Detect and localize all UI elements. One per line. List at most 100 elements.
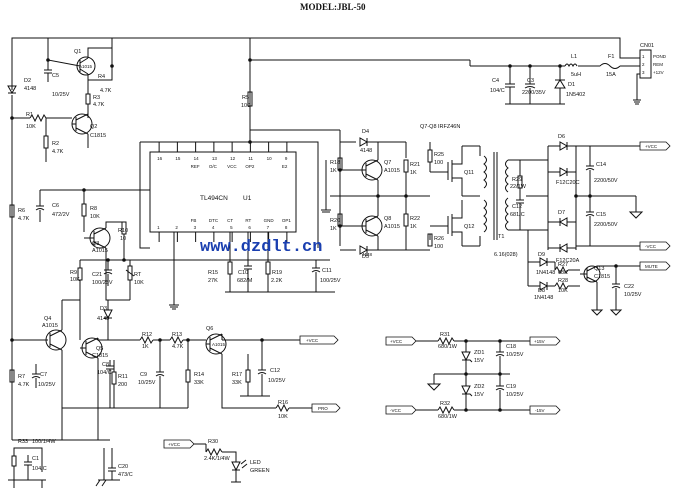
svg-text:100/1/4W: 100/1/4W <box>32 439 56 445</box>
ic-pin-number-12: 12 <box>230 156 236 161</box>
svg-text:681/C: 681/C <box>510 212 525 218</box>
cn01-label-pond: POND <box>653 54 667 59</box>
svg-text:2200/50V: 2200/50V <box>594 222 618 228</box>
svg-text:1K: 1K <box>330 226 337 232</box>
svg-text:27K: 27K <box>208 278 218 284</box>
svg-text:C3: C3 <box>527 78 534 84</box>
svg-text:472/2V: 472/2V <box>52 212 70 218</box>
svg-text:C22: C22 <box>624 284 634 290</box>
svg-text:10K: 10K <box>26 124 36 130</box>
svg-text:R8: R8 <box>90 206 97 212</box>
svg-text:10/25V: 10/25V <box>52 92 70 98</box>
ic-pin-name-8: OP1 <box>282 218 292 223</box>
svg-text:R18: R18 <box>330 160 340 166</box>
svg-text:68K: 68K <box>558 270 568 276</box>
svg-text:10/25V: 10/25V <box>268 378 286 384</box>
svg-text:R11: R11 <box>118 374 128 380</box>
svg-text:100: 100 <box>434 160 443 166</box>
svg-text:100/25V: 100/25V <box>320 278 341 284</box>
cn01-pin-1: 1 <box>642 54 645 59</box>
svg-text:200: 200 <box>118 382 127 388</box>
svg-text:2.2K: 2.2K <box>271 278 283 284</box>
pro-label: PRO <box>318 406 328 411</box>
bottom-misc: R33 100/1/4W C1 104/C C20 473/C +VCC R30… <box>8 439 270 487</box>
svg-text:C12: C12 <box>512 204 522 210</box>
ic-pin-number-5: 5 <box>230 225 233 230</box>
svg-text:R13: R13 <box>172 332 182 338</box>
soft-start-section: R6 4.7K C6 472/2V R8 10K Q3 A1015 R10 10… <box>9 189 150 340</box>
svg-text:4148: 4148 <box>97 316 109 322</box>
ic-pin-name-9: E2 <box>282 164 288 169</box>
svg-text:15V: 15V <box>474 358 484 364</box>
q2-stage: R1 10K R2 4.7K Q2 C1815 <box>12 112 106 162</box>
svg-text:104/C: 104/C <box>97 370 112 376</box>
led-vcc-label: +VCC <box>168 442 181 447</box>
svg-text:A1015: A1015 <box>92 248 108 254</box>
svg-text:T1: T1 <box>498 234 504 240</box>
svg-text:R20: R20 <box>330 218 340 224</box>
svg-text:R19: R19 <box>272 270 282 276</box>
svg-text:D1: D1 <box>568 82 575 88</box>
svg-text:C10: C10 <box>238 270 248 276</box>
vcc-label-q6: +VCC <box>306 338 319 343</box>
minus-15v-label: -15V <box>535 408 545 413</box>
svg-text:15V: 15V <box>474 392 484 398</box>
svg-text:1N5402: 1N5402 <box>566 92 585 98</box>
svg-text:1K: 1K <box>142 344 149 350</box>
svg-text:D8: D8 <box>538 288 545 294</box>
svg-text:R26: R26 <box>434 236 444 242</box>
svg-text:R29: R29 <box>512 177 522 183</box>
ic-pin-number-14: 14 <box>194 156 200 161</box>
svg-text:D4: D4 <box>362 129 369 135</box>
plus-15v-label: +15V <box>534 339 545 344</box>
ic-pin-number-1: 1 <box>157 225 160 230</box>
svg-text:D6: D6 <box>558 134 565 140</box>
svg-text:Q7: Q7 <box>384 160 391 166</box>
ic-name: TL494CN <box>200 195 228 202</box>
svg-text:1K: 1K <box>330 168 337 174</box>
mute-label: MUTE <box>645 264 658 269</box>
svg-text:1K: 1K <box>410 224 417 230</box>
svg-text:A1015: A1015 <box>384 168 400 174</box>
svg-text:100: 100 <box>434 244 443 250</box>
protection-section: Q4 A1015 Q5 C1815 R12 1K R13 4.7K Q6 A10… <box>9 299 341 440</box>
ic-body <box>149 151 297 233</box>
ic-pin-name-12: VCC <box>227 164 237 169</box>
svg-text:33K: 33K <box>232 380 242 386</box>
svg-text:Q11: Q11 <box>464 170 474 176</box>
svg-text:R15: R15 <box>208 270 218 276</box>
svg-text:10/25V: 10/25V <box>506 392 524 398</box>
svg-text:R1: R1 <box>26 112 33 118</box>
watermark-text: www.dzdlt.cn <box>200 238 322 257</box>
cn01-ref: CN01 <box>640 43 654 49</box>
svg-text:RT: RT <box>134 272 142 278</box>
svg-text:33K: 33K <box>194 380 204 386</box>
svg-text:10K: 10K <box>278 414 288 420</box>
svg-text:Q3: Q3 <box>92 241 99 247</box>
svg-text:R5: R5 <box>242 95 249 101</box>
svg-text:6.16(028): 6.16(028) <box>494 252 518 258</box>
svg-text:C1815: C1815 <box>594 274 610 280</box>
svg-text:D7: D7 <box>558 210 565 216</box>
svg-text:Q2: Q2 <box>90 124 97 130</box>
inductor-l1: L1 5uH <box>564 54 581 78</box>
reg-vcc-plus: +VCC <box>390 339 403 344</box>
regulator-15v: +VCC R31 680/1W ZD1 15V C18 10/25V ZD2 1… <box>385 332 561 420</box>
resistor-r5: R5 100 <box>241 91 253 109</box>
svg-text:Q1: Q1 <box>74 49 81 55</box>
svg-text:22/1W: 22/1W <box>510 184 527 190</box>
svg-text:473/C: 473/C <box>118 472 133 478</box>
svg-text:2.4K/1/4W: 2.4K/1/4W <box>204 456 230 462</box>
svg-text:R7: R7 <box>18 374 25 380</box>
svg-text:C8: C8 <box>102 362 109 368</box>
svg-text:R27: R27 <box>558 262 568 268</box>
svg-text:15A: 15A <box>606 72 616 78</box>
svg-text:R28: R28 <box>558 278 568 284</box>
svg-text:4.7K: 4.7K <box>93 102 105 108</box>
svg-text:C7: C7 <box>40 372 47 378</box>
mosfet-section: R25 100 Q11 R26 100 Q12 <box>427 142 480 250</box>
vcc-plus-label: +VCC <box>645 144 658 149</box>
ic-pin-number-7: 7 <box>267 225 270 230</box>
ic-pin-name-5: CT <box>227 218 233 223</box>
